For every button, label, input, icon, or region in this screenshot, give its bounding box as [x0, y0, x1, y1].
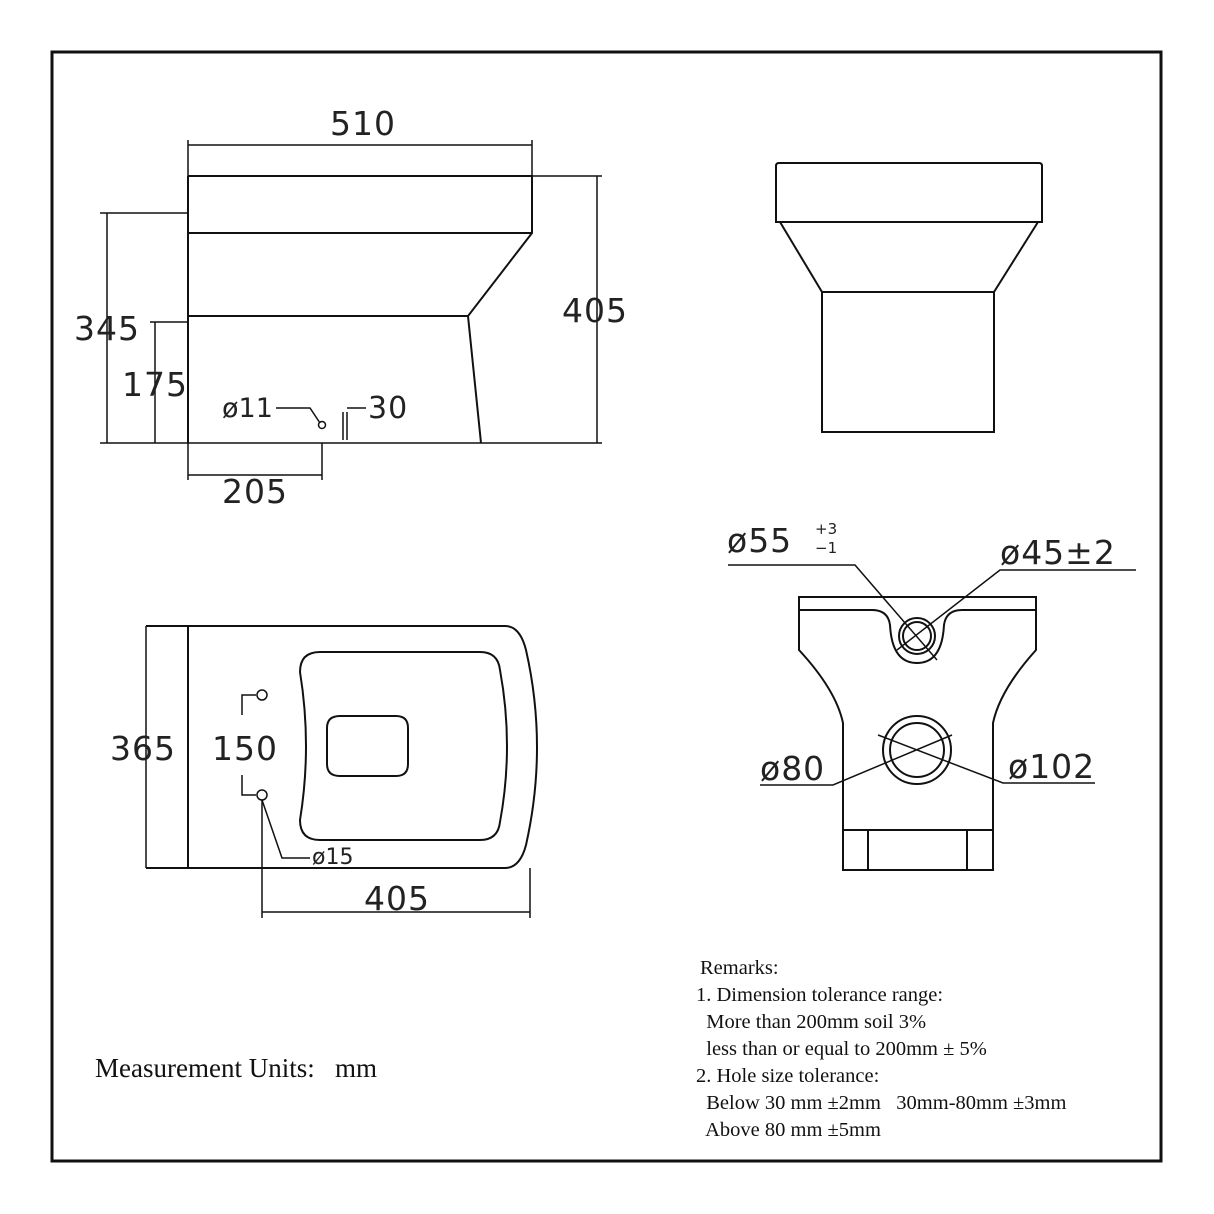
plan-view: 365 150 ø15 405 [110, 625, 538, 918]
drawing-frame [50, 50, 1163, 1163]
remarks-block: Remarks: 1. Dimension tolerance range: M… [696, 955, 1066, 1144]
dim-hole: ø11 [222, 393, 273, 424]
dim-plan-hole: ø15 [312, 845, 353, 870]
dim-plan-width: 365 [110, 729, 176, 768]
dim-outlet-offset: 205 [222, 472, 288, 511]
dim-inlet-tol-plus: +3 [815, 520, 837, 538]
units-label: Measurement Units: [95, 1053, 315, 1083]
side-view: 510 405 345 175 205 ø11 30 [74, 104, 628, 511]
dim-hole-spacing: 150 [212, 729, 278, 768]
dim-inlet-tol-minus: −1 [815, 539, 837, 557]
units-value: mm [334, 1053, 377, 1083]
remark-line: 2. Hole size tolerance: [696, 1065, 880, 1087]
rear-view: ø55 +3 −1 ø45±2 ø80 ø102 [727, 520, 1136, 871]
dim-height-inlet: 345 [74, 309, 140, 348]
measurement-units: Measurement Units: mm [95, 1053, 377, 1084]
remark-line: Below 30 mm ±2mm 30mm-80mm ±3mm [696, 1092, 1067, 1114]
remark-line: less than or equal to 200mm ± 5% [696, 1038, 987, 1060]
remarks-title: Remarks: [700, 957, 779, 979]
dim-width: 510 [330, 104, 396, 143]
dim-inlet-inner: ø45±2 [1000, 533, 1116, 572]
dim-hole-offset: 30 [368, 391, 408, 426]
dim-inlet-outer: ø55 [727, 521, 792, 560]
remark-line: 1. Dimension tolerance range: [696, 984, 944, 1006]
dim-height-outlet: 175 [122, 365, 188, 404]
dim-plan-length: 405 [364, 879, 430, 918]
dim-height-total: 405 [562, 291, 628, 330]
remark-line: More than 200mm soil 3% [696, 1011, 927, 1033]
front-view [775, 162, 1043, 433]
dim-outlet-outer: ø102 [1008, 747, 1095, 786]
remark-line: Above 80 mm ±5mm [696, 1119, 881, 1141]
dim-outlet-inner: ø80 [760, 749, 825, 788]
